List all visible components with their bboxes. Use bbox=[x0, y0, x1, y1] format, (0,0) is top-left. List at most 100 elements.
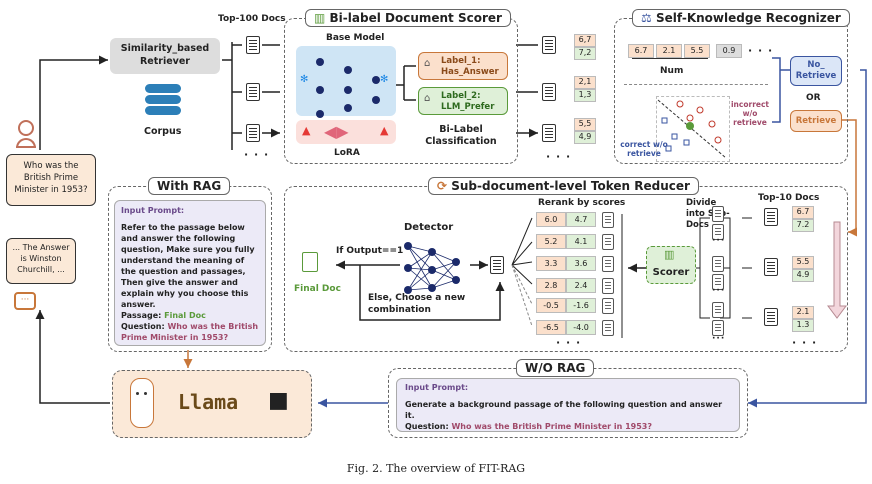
detector-label: Detector bbox=[404, 222, 454, 233]
label2-box: Label_2: LLM_Prefer bbox=[418, 87, 508, 115]
final-doc-icon bbox=[302, 252, 318, 272]
rerank-cell: 4.1 bbox=[566, 234, 596, 249]
answer-box: ... The Answer is Winston Churchill, ... bbox=[6, 238, 76, 284]
rerank-cell: -4.0 bbox=[566, 320, 596, 335]
num-cell: 2.1 bbox=[656, 44, 682, 58]
retrieve-box: Retrieve bbox=[790, 110, 842, 132]
num-label: Num bbox=[660, 66, 684, 76]
label1-box: Label_1: Has_Answer bbox=[418, 52, 508, 80]
question-row: Question: Who was the British Prime Mini… bbox=[121, 322, 259, 342]
else-label: Else, Choose a new combination bbox=[368, 293, 466, 315]
rerank-cell: 3.6 bbox=[566, 256, 596, 271]
database-icon bbox=[145, 84, 181, 122]
combined-doc-icon bbox=[490, 256, 504, 274]
with-rag-title: With RAG bbox=[148, 177, 231, 195]
corpus-label: Corpus bbox=[144, 126, 182, 137]
correct-label: correct w/o retrieve bbox=[620, 140, 668, 158]
subdoc-icon bbox=[602, 234, 614, 250]
final-doc-label: Final Doc bbox=[294, 284, 341, 294]
ellipsis: ··· bbox=[712, 334, 726, 344]
wo-rag-title: W/O RAG bbox=[516, 359, 595, 377]
subdoc-icon bbox=[712, 274, 724, 290]
snowflake-icon: ✻ bbox=[380, 74, 389, 85]
score-cell: 7.2 bbox=[792, 219, 814, 232]
divider bbox=[624, 84, 768, 85]
rerank-cell: -1.6 bbox=[566, 298, 596, 313]
classification-label: Bi-Label Classification bbox=[425, 124, 497, 147]
subdoc-icon bbox=[602, 256, 614, 272]
ellipsis: · · · bbox=[556, 336, 582, 349]
label1-text: Label_1: Has_Answer bbox=[441, 56, 499, 77]
rerank-cell: 6.0 bbox=[536, 212, 566, 227]
score-cell: 7,2 bbox=[574, 47, 596, 60]
ellipsis: · · · bbox=[244, 148, 270, 161]
tag-icon: ⌂ bbox=[424, 93, 431, 104]
subdoc-icon bbox=[602, 278, 614, 294]
ellipsis: · · · bbox=[792, 336, 818, 349]
rerank-cell: 4.7 bbox=[566, 212, 596, 227]
num-cell: 5.5 bbox=[684, 44, 710, 58]
scorer-box: Scorer bbox=[646, 246, 696, 284]
passage-row: Passage: Final Doc bbox=[121, 311, 206, 320]
snowflake-icon: ✻ bbox=[300, 74, 309, 85]
prompt-body: Generate a background passage of the fol… bbox=[405, 400, 723, 420]
score-cell: 2,1 bbox=[574, 76, 596, 89]
lora-box bbox=[296, 120, 396, 144]
rerank-cell: 5.2 bbox=[536, 234, 566, 249]
no-retrieve-box: No_ Retrieve bbox=[790, 56, 842, 86]
rerank-label: Rerank by scores bbox=[538, 198, 626, 208]
score-cell: 6.7 bbox=[792, 206, 814, 219]
doc-icon bbox=[764, 208, 778, 226]
rerank-cell: 2.4 bbox=[566, 278, 596, 293]
divide-label: Divide into Sub-Docs bbox=[686, 198, 730, 230]
rerank-cell: -6.5 bbox=[536, 320, 566, 335]
llama-label: Llama bbox=[178, 390, 239, 414]
num-brace bbox=[632, 58, 708, 61]
score-cell: 6,7 bbox=[574, 34, 596, 47]
doc-icon bbox=[542, 36, 556, 54]
score-cell: 1,3 bbox=[574, 89, 596, 102]
chat-icon: ··· bbox=[14, 292, 36, 310]
subdoc-icon bbox=[712, 302, 724, 318]
score-cell: 5,5 bbox=[574, 118, 596, 131]
subdoc-icon bbox=[712, 320, 724, 336]
cube-icon: ■ bbox=[268, 388, 289, 413]
answer-text: ... The Answer is Winston Churchill, ... bbox=[12, 243, 70, 274]
doc-icon bbox=[764, 308, 778, 326]
ellipsis: · · · bbox=[748, 44, 774, 57]
doc-icon bbox=[542, 83, 556, 101]
num-cell: 6.7 bbox=[628, 44, 654, 58]
with-rag-prompt: Input Prompt: Refer to the passage below… bbox=[114, 200, 266, 346]
prompt-header: Input Prompt: bbox=[121, 206, 185, 215]
num-cell: 0.9 bbox=[716, 44, 742, 58]
doc-icon bbox=[246, 83, 260, 101]
scatter-area bbox=[656, 96, 730, 162]
question-box: Who was the British Prime Minister in 19… bbox=[6, 154, 96, 206]
figure-caption: Fig. 2. The overview of FIT-RAG bbox=[346, 462, 526, 475]
lora-shape-icon: ◀▶ bbox=[324, 122, 349, 141]
score-cell: 4.9 bbox=[792, 269, 814, 282]
or-label: OR bbox=[806, 93, 821, 103]
ellipsis: ··· bbox=[712, 236, 726, 246]
skr-title: ⚖ Self-Knowledge Recognizer bbox=[632, 9, 850, 27]
llama-mascot-icon bbox=[126, 374, 156, 432]
retriever-box: Similarity_based Retriever bbox=[110, 38, 220, 74]
bilabel-title: ▥ Bi-label Document Scorer bbox=[305, 9, 511, 27]
reducer-title: ⟳ Sub-document-level Token Reducer bbox=[428, 177, 699, 195]
doc-icon bbox=[246, 36, 260, 54]
rerank-cell: -0.5 bbox=[536, 298, 566, 313]
subdoc-icon bbox=[712, 206, 724, 222]
tag-icon: ⌂ bbox=[424, 58, 431, 69]
question-text: Who was the British Prime Minister in 19… bbox=[14, 161, 88, 195]
rerank-cell: 2.8 bbox=[536, 278, 566, 293]
subdoc-icon bbox=[602, 320, 614, 336]
top10-label: Top-10 Docs bbox=[758, 193, 820, 203]
user-icon bbox=[16, 120, 36, 148]
prompt-body: Refer to the passage below and answer th… bbox=[121, 223, 255, 309]
score-cell: 5.5 bbox=[792, 256, 814, 269]
flame-icon: ▲ bbox=[302, 124, 311, 137]
score-cell: 4,9 bbox=[574, 131, 596, 144]
scorer-icon: ▥ bbox=[664, 248, 675, 261]
ellipsis: ··· bbox=[712, 286, 726, 296]
doc-icon bbox=[542, 124, 556, 142]
